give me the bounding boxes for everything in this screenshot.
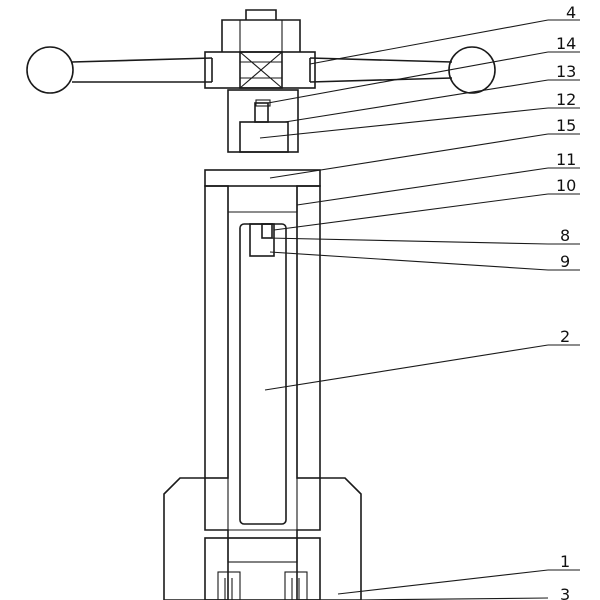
leader-11 — [296, 167, 549, 206]
leader-4 — [309, 19, 549, 65]
top-cover — [204, 169, 321, 187]
hex-nut — [221, 19, 301, 52]
leader-15 — [269, 133, 549, 179]
label-4: 4 — [566, 3, 576, 22]
inner-rod — [239, 223, 287, 525]
left-handle-knob — [26, 46, 74, 94]
leader-12 — [259, 107, 549, 139]
handle-hub — [204, 51, 316, 89]
leader-8 — [267, 237, 549, 245]
handle-bar-lower-right — [309, 77, 453, 83]
cap-cavity — [239, 121, 289, 153]
label-2: 2 — [560, 327, 570, 346]
right-handle-knob — [448, 46, 496, 94]
drive-square — [239, 51, 283, 89]
handle-bar-upper-left — [71, 57, 213, 63]
label-9: 9 — [560, 252, 570, 271]
label-8: 8 — [560, 226, 570, 245]
part-labels: 4 14 13 12 15 11 10 8 9 2 1 3 — [556, 3, 576, 600]
lower-fixture — [204, 537, 321, 600]
left-wall — [204, 185, 229, 479]
label-15: 15 — [556, 116, 576, 135]
handle-assembly — [26, 9, 496, 94]
main-body — [163, 169, 362, 600]
label-11: 11 — [556, 150, 576, 169]
handle-bar-upper-right — [309, 57, 453, 63]
right-wall — [296, 185, 321, 479]
label-1: 1 — [560, 552, 570, 571]
cap-pin — [254, 102, 269, 123]
cap-block — [227, 89, 299, 153]
leader-2 — [264, 344, 549, 391]
leader-9 — [269, 251, 549, 271]
leader-14 — [267, 51, 549, 104]
label-10: 10 — [556, 176, 576, 195]
leader-13 — [284, 79, 549, 123]
plunger-pin — [261, 223, 273, 239]
leader-1 — [337, 569, 549, 595]
label-13: 13 — [556, 62, 576, 81]
leader-10 — [273, 193, 549, 231]
leader-lines — [259, 19, 580, 600]
label-12: 12 — [556, 90, 576, 109]
label-14: 14 — [556, 34, 576, 53]
label-3: 3 — [560, 585, 570, 600]
nut-top — [245, 9, 277, 20]
